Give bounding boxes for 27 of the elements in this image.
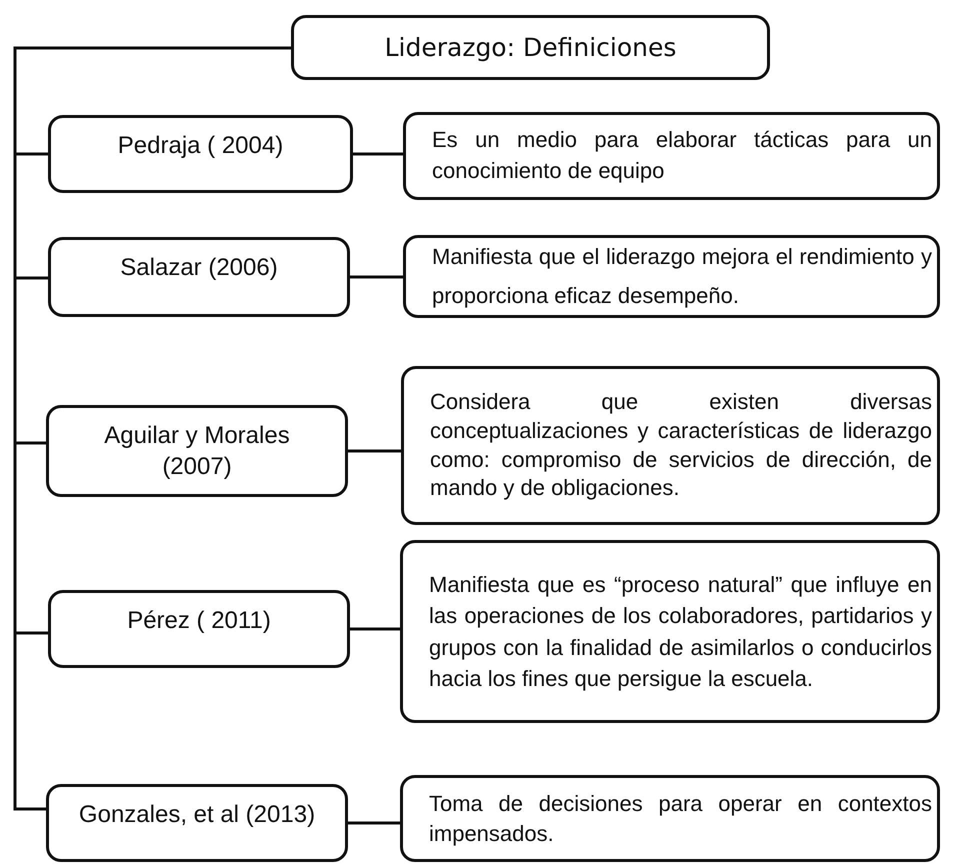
- author-box: [48, 237, 350, 317]
- connector-line: [348, 450, 401, 452]
- definition-text: Toma de decisiones para operar en contextos impensados.: [429, 790, 932, 848]
- author-citation: Pérez ( 2011): [127, 606, 271, 636]
- definition-box: [403, 235, 940, 318]
- connector-line: [350, 276, 403, 278]
- connector-line: [348, 822, 400, 824]
- author-box: [46, 405, 348, 497]
- author-citation: Gonzales, et al (2013): [78, 800, 316, 830]
- author-box: [48, 115, 353, 193]
- author-citation: Aguilar y Morales (2007): [103, 421, 291, 482]
- definition-text: Manifiesta que es “proceso natural” que influye en las operaciones de los colaboradores, partidarios y grupos con la finalidad de asimilarlos o conducirlos hacia los fines que persigue la escuela.: [429, 571, 932, 693]
- author-box: [46, 784, 348, 862]
- definition-text: Considera que existen diversas conceptualizaciones y características de liderazgo como: compromiso de servicios de dirección, de mando y de obligaciones.: [430, 388, 932, 502]
- author-box: [48, 590, 350, 668]
- connector-line: [350, 628, 400, 630]
- author-citation: Pedraja ( 2004): [118, 131, 284, 161]
- definition-text: Es un medio para elaborar tácticas para un conocimiento de equipo: [432, 126, 932, 185]
- definition-box: [403, 112, 940, 200]
- definition-box: [400, 775, 940, 862]
- definition-box: [400, 540, 940, 723]
- author-citation: Salazar (2006): [120, 253, 278, 283]
- definition-box: [401, 366, 940, 525]
- definition-text: Manifiesta que el liderazgo mejora el rendimiento y proporciona eficaz desempeño.: [432, 243, 932, 310]
- title-text: Liderazgo: Definiciones: [384, 33, 676, 62]
- connector-line: [353, 152, 403, 156]
- title-box: [291, 15, 770, 80]
